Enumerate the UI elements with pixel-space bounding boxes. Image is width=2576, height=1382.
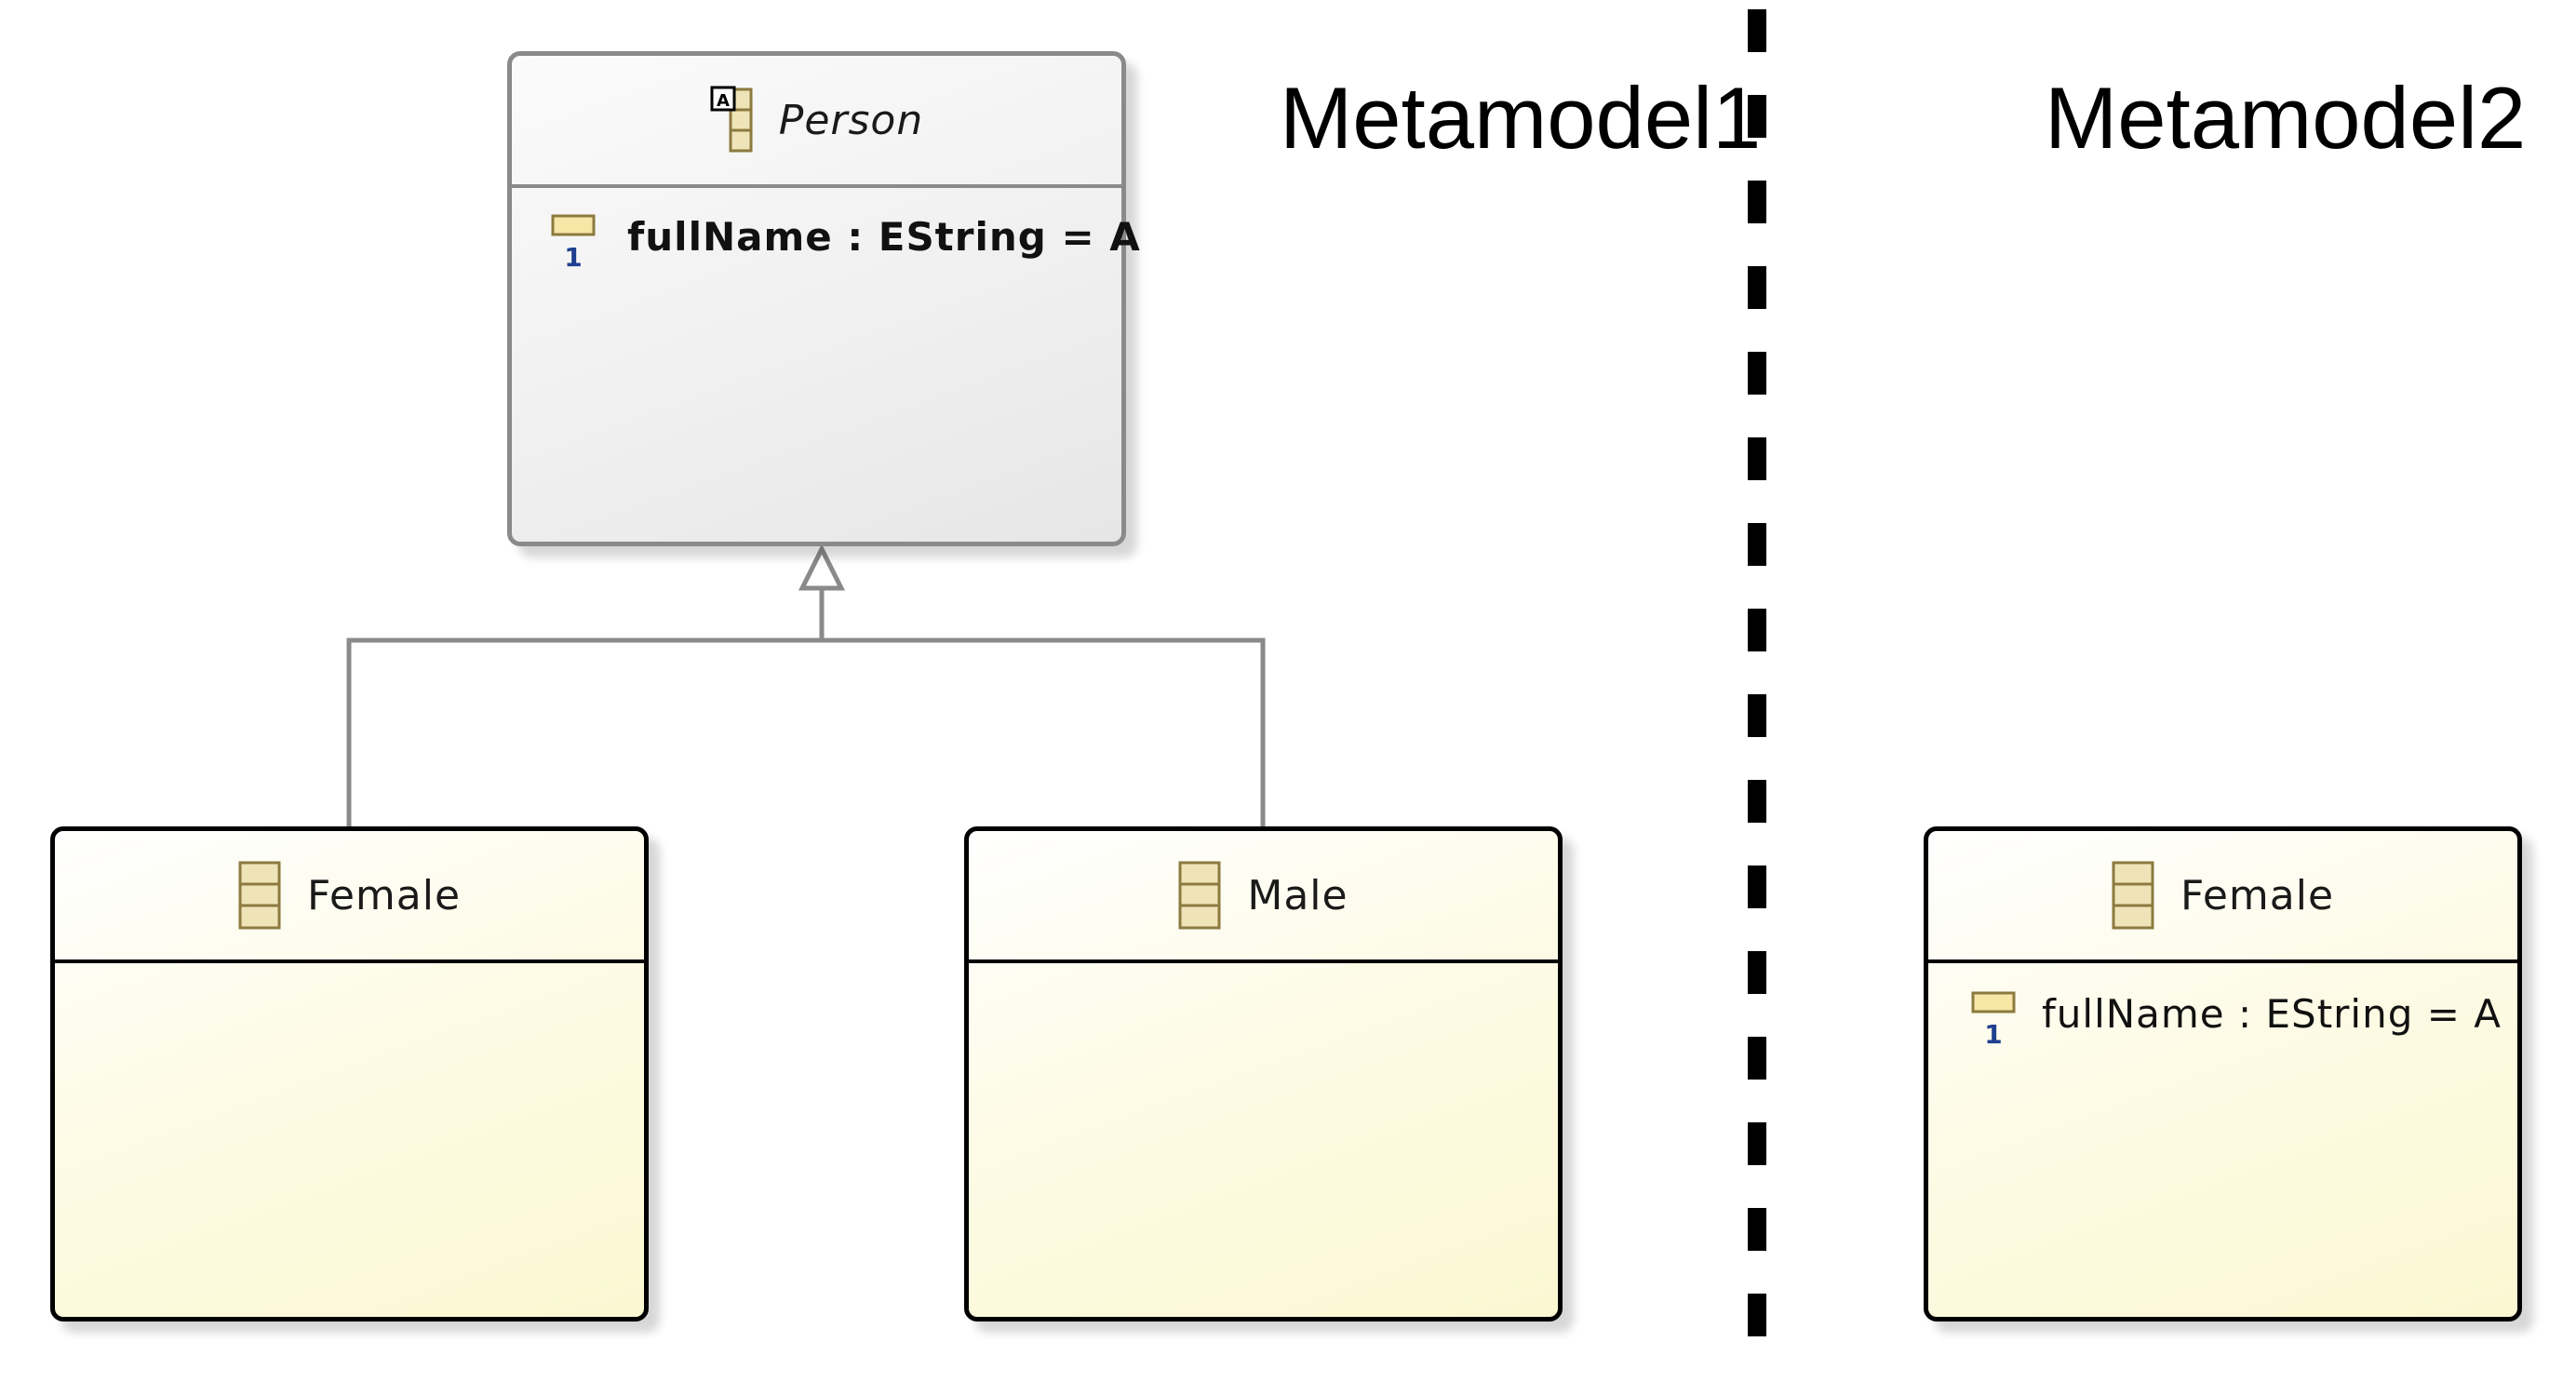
- class-female[interactable]: Female: [50, 826, 649, 1322]
- class-header: Female: [1928, 831, 2517, 963]
- class-header: A Person: [512, 56, 1121, 188]
- metamodel1-title: Metamodel1: [1280, 69, 1762, 167]
- attribute-row[interactable]: 1 fullName : EString = A: [551, 214, 1140, 273]
- attribute-row[interactable]: 1 fullName : EString = A: [1971, 991, 2517, 1050]
- eattribute-icon: 1: [551, 214, 599, 273]
- generalization-arrowhead: [798, 543, 846, 591]
- class-header: Female: [55, 831, 644, 963]
- connector-female-to-person[interactable]: [346, 637, 822, 826]
- class-header: Male: [969, 831, 1558, 963]
- connector-male-to-person[interactable]: [822, 637, 1266, 826]
- generalization-connector[interactable]: [346, 543, 1266, 826]
- class-name: Female: [306, 871, 462, 919]
- eclass-icon: [2112, 861, 2154, 930]
- attribute-label: fullName : EString = A: [627, 214, 1141, 260]
- class-name: Female: [2180, 871, 2335, 919]
- class-male[interactable]: Male: [964, 826, 1563, 1322]
- class-name: Person: [778, 96, 924, 144]
- multiplicity-label: 1: [1984, 1019, 2002, 1049]
- metamodel2-title: Metamodel2: [2045, 69, 2527, 167]
- multiplicity-label: 1: [564, 242, 582, 272]
- class-female-metamodel2[interactable]: Female 1 fullName : EString = A: [1924, 826, 2522, 1322]
- eclass-icon: [1178, 861, 1221, 930]
- abstract-eclass-icon: A: [710, 86, 753, 154]
- class-person[interactable]: A Person 1 fullName : EString = A: [507, 51, 1140, 546]
- class-name: Male: [1247, 871, 1348, 919]
- svg-text:A: A: [717, 91, 730, 111]
- eclass-icon: [238, 861, 281, 930]
- eattribute-icon: 1: [1971, 991, 2019, 1050]
- attribute-label: fullName : EString = A: [2042, 991, 2502, 1037]
